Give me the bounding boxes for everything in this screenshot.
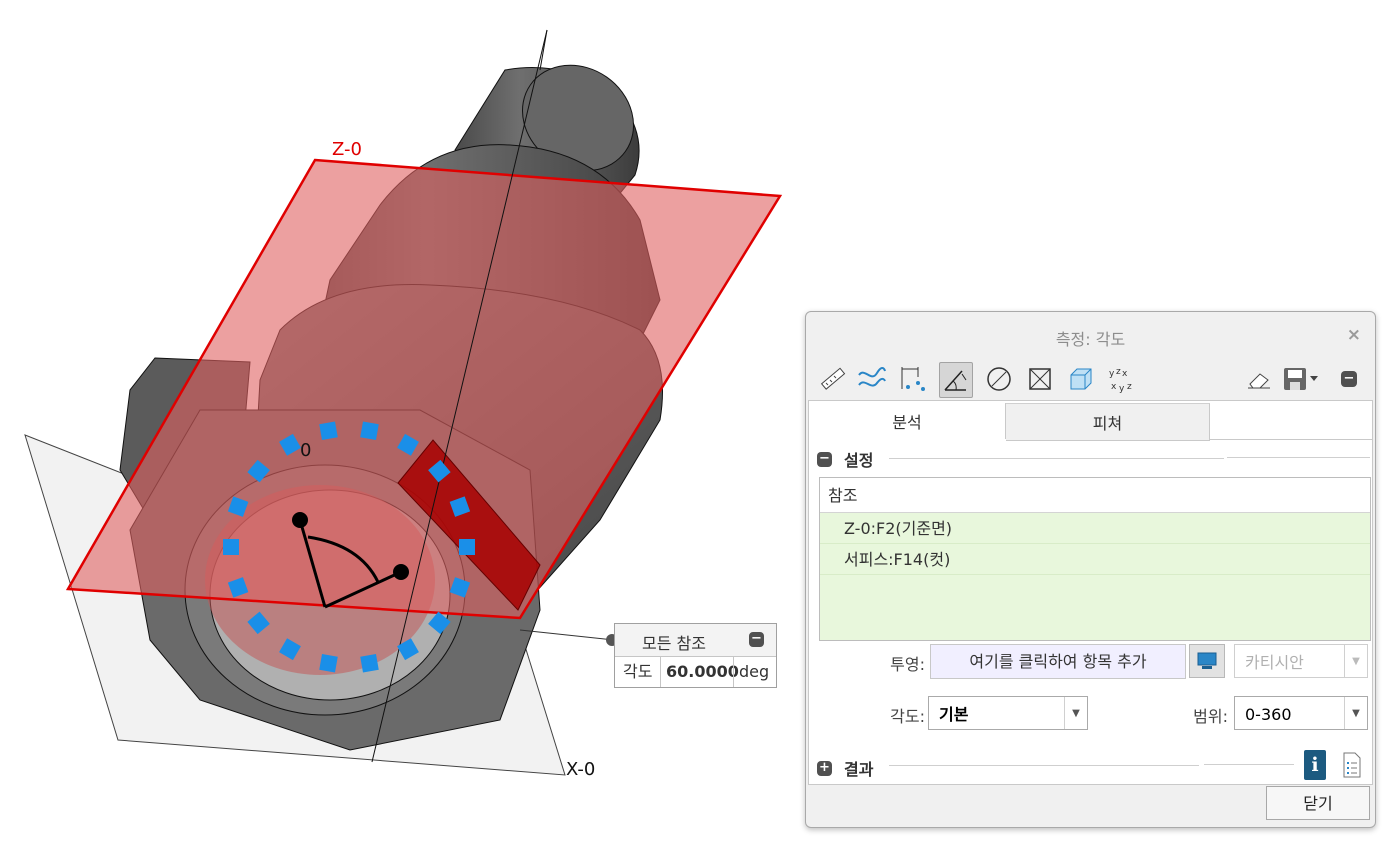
results-section-header[interactable]: + 결과 (817, 756, 873, 780)
reference-row[interactable]: Z-0:F2(기준면) (820, 513, 1370, 544)
area-tool-icon[interactable] (1024, 362, 1056, 396)
highlight-dot (360, 653, 379, 673)
chevron-down-icon: ▼ (1344, 645, 1367, 677)
callout-value: 60.0000 (666, 662, 739, 681)
highlight-dot (360, 421, 379, 441)
coordinate-system-dropdown[interactable]: 카티시안 ▼ (1234, 644, 1368, 678)
highlight-dot (428, 459, 451, 483)
monitor-icon[interactable] (1189, 644, 1225, 678)
highlight-dot (397, 433, 419, 456)
z0-plane-label: Z-0 (332, 139, 362, 160)
results-expand-button[interactable]: + (817, 760, 832, 776)
eraser-icon[interactable] (1243, 362, 1275, 396)
close-button[interactable]: 닫기 (1266, 786, 1370, 820)
highlight-dot (247, 459, 270, 483)
collapse-icon[interactable]: − (1336, 362, 1362, 396)
highlight-dot (319, 421, 338, 441)
section-divider (889, 458, 1224, 459)
highlight-dot (279, 638, 301, 661)
coordinate-system-value: 카티시안 (1245, 653, 1304, 672)
angle-indicator (292, 512, 409, 609)
y0-plane-label: 0 (300, 440, 312, 461)
highlight-dot (279, 433, 301, 456)
save-icon[interactable] (1281, 362, 1323, 396)
highlight-circle (223, 421, 475, 673)
dialog-title: 측정: 각도 (1055, 330, 1126, 349)
highlight-dot (397, 638, 419, 661)
highlight-dot (247, 611, 270, 635)
measure-callout[interactable]: 모든 참조 − 각도 60.0000 deg (614, 623, 777, 688)
close-icon[interactable]: × (1346, 325, 1361, 345)
svg-text:y: y (1109, 369, 1115, 379)
svg-text:z: z (1127, 382, 1132, 392)
callout-title: 모든 참조 (642, 634, 706, 653)
length-tool-icon[interactable] (816, 362, 848, 396)
highlight-dot (459, 539, 475, 555)
callout-divider (733, 656, 734, 687)
highlight-dot (428, 611, 451, 635)
volume-tool-icon[interactable] (1065, 362, 1097, 396)
tab-strip-border (1210, 439, 1372, 440)
dialog-titlebar[interactable]: 측정: 각도 × (806, 312, 1375, 358)
axis-line-2 (539, 29, 548, 71)
x0-plane-label: X-0 (566, 759, 596, 780)
svg-text:y: y (1119, 384, 1125, 393)
highlight-dot (319, 653, 338, 673)
section-divider (1227, 457, 1370, 458)
highlight-dot (449, 577, 471, 598)
selected-surface[interactable] (397, 439, 541, 611)
highlight-dot (227, 496, 249, 517)
tab-feature[interactable]: 피쳐 (1006, 403, 1210, 441)
setup-section-title: 설정 (844, 451, 874, 470)
dialog-panel: 분석 피쳐 − 설정 참조 Z-0:F2(기준면) 서피스:F14(컷) 투영:… (808, 400, 1373, 785)
report-icon[interactable] (1342, 752, 1362, 778)
svg-text:x: x (1122, 369, 1128, 379)
angle-tool-icon[interactable] (939, 362, 973, 398)
callout-leader (519, 629, 615, 641)
axis-line-1 (371, 29, 548, 763)
highlight-dot (223, 539, 239, 555)
curve-length-tool-icon[interactable] (856, 362, 888, 396)
reference-row[interactable]: 서피스:F14(컷) (820, 544, 1370, 575)
chevron-down-icon: ▼ (1064, 697, 1087, 729)
tab-analysis[interactable]: 분석 (809, 403, 1006, 439)
references-table[interactable]: 참조 Z-0:F2(기준면) 서피스:F14(컷) (819, 477, 1371, 641)
callout-collapse-button[interactable]: − (749, 632, 764, 647)
diameter-tool-icon[interactable] (983, 362, 1015, 396)
setup-collapse-button[interactable]: − (817, 451, 832, 467)
projection-label: 투영: (890, 655, 925, 674)
results-section-title: 결과 (844, 760, 874, 779)
callout-divider (660, 656, 661, 687)
range-label: 범위: (1193, 707, 1228, 726)
callout-header: 모든 참조 − (615, 624, 776, 657)
callout-unit: deg (739, 662, 770, 681)
references-header: 참조 (820, 478, 1370, 513)
info-icon[interactable]: i (1304, 750, 1326, 780)
distance-tool-icon[interactable] (896, 362, 928, 396)
chevron-down-icon: ▼ (1344, 697, 1367, 729)
svg-text:z: z (1116, 367, 1121, 377)
highlight-dot (227, 577, 249, 598)
range-value: 0-360 (1245, 705, 1292, 724)
range-dropdown[interactable]: 0-360 ▼ (1234, 696, 1368, 730)
svg-text:x: x (1111, 382, 1117, 392)
angle-type-value: 기본 (939, 705, 969, 724)
projection-collector[interactable]: 여기를 클릭하여 항목 추가 (930, 644, 1186, 679)
highlight-dot (449, 496, 471, 517)
section-divider (1204, 764, 1294, 765)
angle-label: 각도: (890, 707, 925, 726)
section-divider (889, 765, 1199, 766)
angle-type-dropdown[interactable]: 기본 ▼ (928, 696, 1088, 730)
callout-quantity: 각도 (623, 662, 653, 681)
setup-section-header[interactable]: − 설정 (817, 447, 873, 471)
